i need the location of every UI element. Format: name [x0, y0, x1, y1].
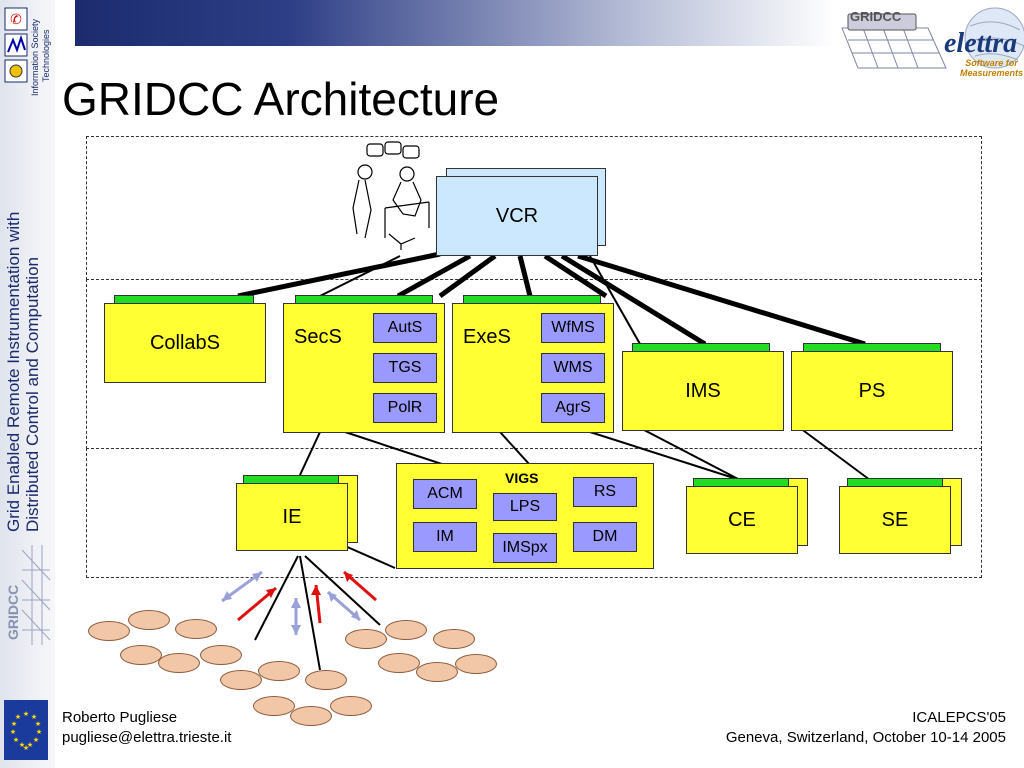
- elettra-text: elettra: [944, 28, 1018, 59]
- svg-text:★: ★: [35, 720, 41, 728]
- globe-icon: [964, 7, 1024, 69]
- grid-network-icon: [21, 545, 51, 645]
- instrument-node: [416, 662, 458, 682]
- vcr-label: VCR: [495, 204, 539, 227]
- wfms-box[interactable]: WfMS: [541, 313, 605, 343]
- svg-text:★: ★: [23, 710, 29, 718]
- auts-box[interactable]: AutS: [373, 313, 437, 343]
- instrument-node: [120, 645, 162, 665]
- se-label: SE: [881, 508, 909, 531]
- instrument-node: [455, 654, 497, 674]
- instrument-node: [258, 661, 300, 681]
- ps-label: PS: [858, 379, 886, 402]
- instrument-node: [220, 670, 262, 690]
- elettra-tagline: Software for Measurements: [960, 58, 1023, 78]
- elettra-logo: [940, 6, 1024, 82]
- service-connections: [254, 255, 871, 671]
- tgs-box[interactable]: TGS: [373, 353, 437, 383]
- dm-box[interactable]: DM: [573, 522, 637, 552]
- instrument-node: [290, 706, 332, 726]
- sidebar-gridcc-logo: [2, 540, 52, 650]
- svg-text:★: ★: [31, 713, 37, 721]
- imspx-box[interactable]: IMSpx: [493, 533, 557, 563]
- author-name: Roberto Pugliese: [62, 709, 178, 726]
- instrument-node: [378, 653, 420, 673]
- header-bar: [55, 0, 835, 46]
- exes-label: ExeS: [463, 326, 511, 348]
- lps-box[interactable]: LPS: [493, 493, 557, 521]
- svg-text:★: ★: [11, 720, 17, 728]
- svg-text:★: ★: [27, 741, 33, 749]
- sidebar-background: [0, 0, 55, 768]
- svg-text:★: ★: [13, 736, 19, 744]
- ims-box[interactable]: IMS: [622, 351, 784, 431]
- svg-text:★: ★: [23, 744, 29, 752]
- im-box[interactable]: IM: [413, 522, 477, 552]
- svg-text:★: ★: [36, 728, 42, 736]
- ce-label: CE: [728, 508, 756, 531]
- ims-label: IMS: [685, 379, 721, 402]
- elettra-tagline-line1: Software for: [965, 58, 1018, 68]
- acm-box[interactable]: ACM: [413, 479, 477, 509]
- conference-location: Geneva, Switzerland, October 10-14 2005: [725, 729, 1006, 746]
- secs-label: SecS: [294, 326, 342, 348]
- ist-logo: ✆: [4, 6, 28, 86]
- instrument-node: [200, 645, 242, 665]
- footer-author: Roberto Pugliese pugliese@elettra.triest…: [62, 708, 231, 748]
- vcr-connections: [237, 251, 866, 347]
- page-title: GRIDCC Architecture: [62, 73, 500, 125]
- ps-box[interactable]: PS: [791, 351, 953, 431]
- ce-box[interactable]: CE: [686, 486, 798, 554]
- rs-box[interactable]: RS: [573, 477, 637, 507]
- eu-flag: ★★★ ★★★ ★★★ ★★★: [4, 700, 48, 760]
- instrument-node: [128, 610, 170, 630]
- ie-box[interactable]: IE: [236, 483, 348, 551]
- instrument-node: [345, 629, 387, 649]
- polr-box[interactable]: PolR: [373, 393, 437, 423]
- instrument-node: [330, 696, 372, 716]
- instrument-node: [385, 620, 427, 640]
- vigs-label: VIGS: [505, 470, 539, 486]
- instrument-node: [253, 696, 295, 716]
- svg-text:★: ★: [10, 728, 16, 736]
- svg-text:★: ★: [15, 713, 21, 721]
- instrument-node: [88, 621, 130, 641]
- elettra-tagline-line2: Measurements: [960, 68, 1024, 78]
- collabs-label: CollabS: [149, 331, 221, 354]
- instrument-node: [305, 670, 347, 690]
- ist-logo-icon: ✆: [4, 7, 28, 83]
- operators-clipart: [345, 138, 437, 256]
- people-at-desk-icon: [352, 141, 430, 250]
- wms-box[interactable]: WMS: [541, 353, 605, 383]
- svg-text:★: ★: [33, 736, 39, 744]
- instrument-node: [158, 653, 200, 673]
- collabs-box[interactable]: CollabS: [104, 303, 266, 383]
- ie-label: IE: [282, 505, 302, 528]
- footer-conference: ICALEPCS'05 Geneva, Switzerland, October…: [726, 708, 1006, 748]
- data-flow-arrows: [221, 570, 377, 635]
- instrument-node: [175, 619, 217, 639]
- author-email[interactable]: pugliese@elettra.trieste.it: [62, 729, 232, 746]
- header-gridcc-logo: [838, 8, 948, 70]
- gridcc-grid-icon: [841, 13, 947, 69]
- instrument-node: [433, 629, 475, 649]
- svg-text:★: ★: [19, 741, 25, 749]
- svg-text:✆: ✆: [10, 12, 22, 28]
- conference-name: ICALEPCS'05: [912, 709, 1006, 726]
- agrs-box[interactable]: AgrS: [541, 393, 605, 423]
- se-box[interactable]: SE: [839, 486, 951, 554]
- header-spacer: [55, 0, 75, 46]
- bottom-layer-frame: [86, 448, 982, 578]
- vcr-box[interactable]: VCR: [436, 176, 598, 256]
- header-gridcc-text: GRIDCC: [850, 9, 902, 24]
- eu-stars-icon: ★★★ ★★★ ★★★ ★★★: [10, 710, 42, 752]
